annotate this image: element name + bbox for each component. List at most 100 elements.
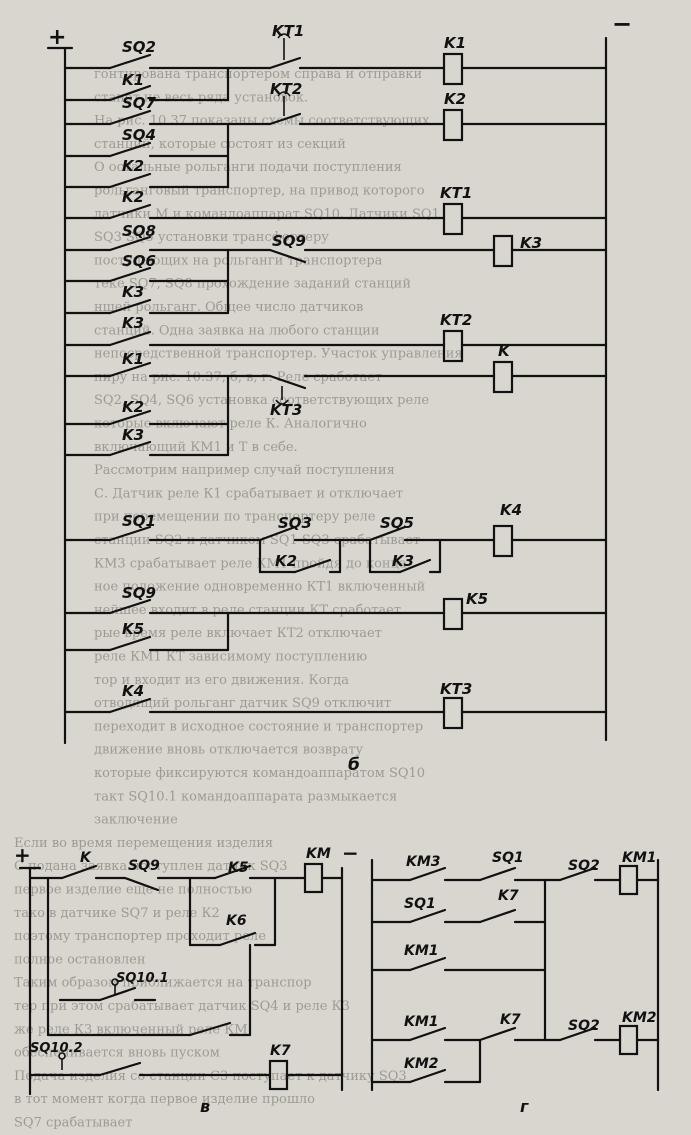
background-text-line: которые включают реле К. Аналогично	[94, 417, 367, 432]
diagram-g: KM3 SQ1 SQ2 KM1 SQ1 K7 KM1 KM1 K7 SQ2 KM…	[370, 850, 660, 1116]
background-text-line: поэтому транспортер проходит реле	[14, 929, 266, 944]
label-sq1-a: SQ1	[492, 850, 524, 866]
label-sq2-a: SQ2	[568, 858, 600, 874]
label-sq8: SQ8	[122, 222, 156, 240]
label-k5-v: K5	[228, 860, 249, 876]
label-sq9-b: SQ9	[122, 584, 156, 602]
label-coil-kt1: KT1	[440, 184, 472, 202]
label-sq9: SQ9	[272, 232, 306, 250]
label-kt2-contact: KT2	[270, 80, 302, 98]
label-coil-k7: K7	[270, 1043, 291, 1059]
label-k6: K6	[226, 913, 247, 929]
background-text-line: Таким образом приближается на транспор	[14, 976, 312, 991]
background-text-line: Подача изделия со станции С3 поступает к…	[14, 1069, 407, 1084]
label-sq1-b: SQ1	[404, 896, 436, 912]
background-text-line: SQ3 SQ5 установки трансфортеру	[94, 230, 329, 245]
background-text-line: первое изделие еще не полностью	[14, 883, 252, 898]
label-coil-kt3: KT3	[440, 680, 472, 698]
label-k-v: K	[80, 850, 92, 866]
label-k7-a: K7	[498, 888, 519, 904]
label-k2-a: K2	[122, 157, 144, 175]
background-text-line: станет не весь ряда установок.	[94, 90, 308, 105]
label-sq9-v: SQ9	[128, 858, 160, 874]
label-coil-k: K	[498, 342, 511, 360]
background-text-line: датчики М и командоаппарат SQ10. Датчики…	[94, 207, 440, 222]
label-coil-km: KM	[306, 846, 331, 862]
label-sq10-1: SQ10.1	[116, 971, 169, 986]
background-text-line: нейшее входит в реле станции КТ сработае…	[94, 603, 401, 618]
contact-k1	[108, 84, 152, 102]
label-sq1: SQ1	[122, 512, 156, 530]
label-sq4: SQ4	[122, 126, 156, 144]
background-text-line: переходит в исходное состояние и транспо…	[94, 719, 423, 734]
label-km3: KM3	[406, 854, 441, 870]
background-text-line: движение вновь отключается возврату	[94, 743, 364, 758]
label-sq7: SQ7	[122, 94, 157, 112]
label-k3-a: K3	[122, 283, 144, 301]
background-text-line: SQ7 срабатывает	[14, 1116, 132, 1131]
label-coil-k3: K3	[520, 234, 542, 252]
background-text-line: тор и входит из его движения. Когда	[94, 673, 349, 688]
diagram-b: + − SQ2 K1 KT1 K1 S	[46, 10, 632, 775]
diagram-v: + − K SQ9 K5 KM K6 SQ10.1	[14, 841, 359, 1116]
label-k1-b: K1	[122, 350, 144, 368]
background-text-line: полное остановлен	[14, 952, 146, 967]
label-coil-k1: K1	[444, 34, 466, 52]
plus-sign: +	[48, 25, 66, 50]
caption-b: б	[348, 755, 360, 775]
contact-sq2	[108, 53, 152, 70]
label-k2-c: K2	[122, 398, 144, 416]
label-kt3-contact: KT3	[270, 401, 302, 419]
label-km1-b: KM1	[404, 1014, 439, 1030]
label-coil-km2: KM2	[622, 1010, 657, 1026]
label-k5: K5	[122, 620, 144, 638]
label-coil-km1: KM1	[622, 850, 657, 866]
label-k1: K1	[122, 71, 144, 89]
caption-v: в	[200, 1097, 210, 1116]
background-text-line: отводящий рольганг датчик SQ9 отключит	[94, 696, 391, 711]
label-sq5: SQ5	[380, 514, 414, 532]
label-km1-a: KM1	[404, 943, 439, 959]
label-sq6: SQ6	[122, 252, 156, 270]
background-text-line: заключение	[94, 813, 178, 828]
background-text-line: С. Датчик реле К1 срабатывает и отключае…	[94, 486, 403, 501]
background-text-line: тако в датчике SQ7 и реле К2	[14, 906, 220, 921]
caption-g: г	[520, 1097, 529, 1116]
background-text-line: станций, которые состоят из секций	[94, 137, 346, 152]
label-sq3: SQ3	[278, 514, 312, 532]
label-kt1-contact: KT1	[272, 22, 304, 40]
background-text-line: ное положение одновременно КТ1 включенны…	[94, 580, 425, 595]
contact-kt1	[268, 56, 302, 70]
background-text-line: поступающих на рольганги транспортера	[94, 253, 383, 268]
label-k2-b: K2	[122, 188, 144, 206]
label-coil-k4: K4	[500, 501, 522, 519]
label-km2: KM2	[404, 1056, 439, 1072]
label-k4: K4	[122, 682, 144, 700]
background-text-line: при перемещении по транспортеру реле	[94, 510, 376, 525]
background-text-line: О остальные рольганги подачи поступления	[94, 160, 402, 175]
background-text-line: КМ3 срабатывает реле КМ1 пройдя до конца	[94, 556, 407, 571]
label-sq2: SQ2	[122, 38, 156, 56]
background-text-line: в тот момент когда первое изделие прошло	[14, 1092, 315, 1107]
background-text-line: Рассмотрим например случай поступления	[94, 463, 395, 478]
label-k3-b: K3	[122, 314, 144, 332]
plus-sign-v: +	[14, 843, 31, 867]
background-text-line: пиру на рис. 10.37, б, в, г. Реле сработ…	[94, 370, 382, 385]
background-text-line: станций. Одна заявка на любого станции	[94, 323, 380, 338]
label-sq2-b: SQ2	[568, 1018, 600, 1034]
minus-sign: −	[612, 10, 632, 38]
background-text-line: гонтирована транспортером справа и отпра…	[94, 67, 422, 82]
background-text-line: Если во время перемещения изделия	[14, 836, 273, 851]
minus-sign-v: −	[342, 841, 359, 865]
label-sq10-2: SQ10.2	[30, 1041, 83, 1056]
background-text-line: рые время реле включает КТ2 отключает	[94, 626, 382, 641]
background-text-line: такт SQ10.1 командоаппарата размыкается	[94, 789, 397, 804]
background-text-line: же реле К3 включенный реле КМ	[14, 1022, 248, 1037]
label-k3-d: K3	[392, 552, 414, 570]
background-text-line: непосредственной транспортер. Участок уп…	[94, 347, 463, 362]
background-text-line: которые фиксируются командоаппаратом SQ1…	[94, 766, 425, 781]
label-k7-b: K7	[500, 1012, 521, 1028]
label-coil-k2: K2	[444, 90, 466, 108]
